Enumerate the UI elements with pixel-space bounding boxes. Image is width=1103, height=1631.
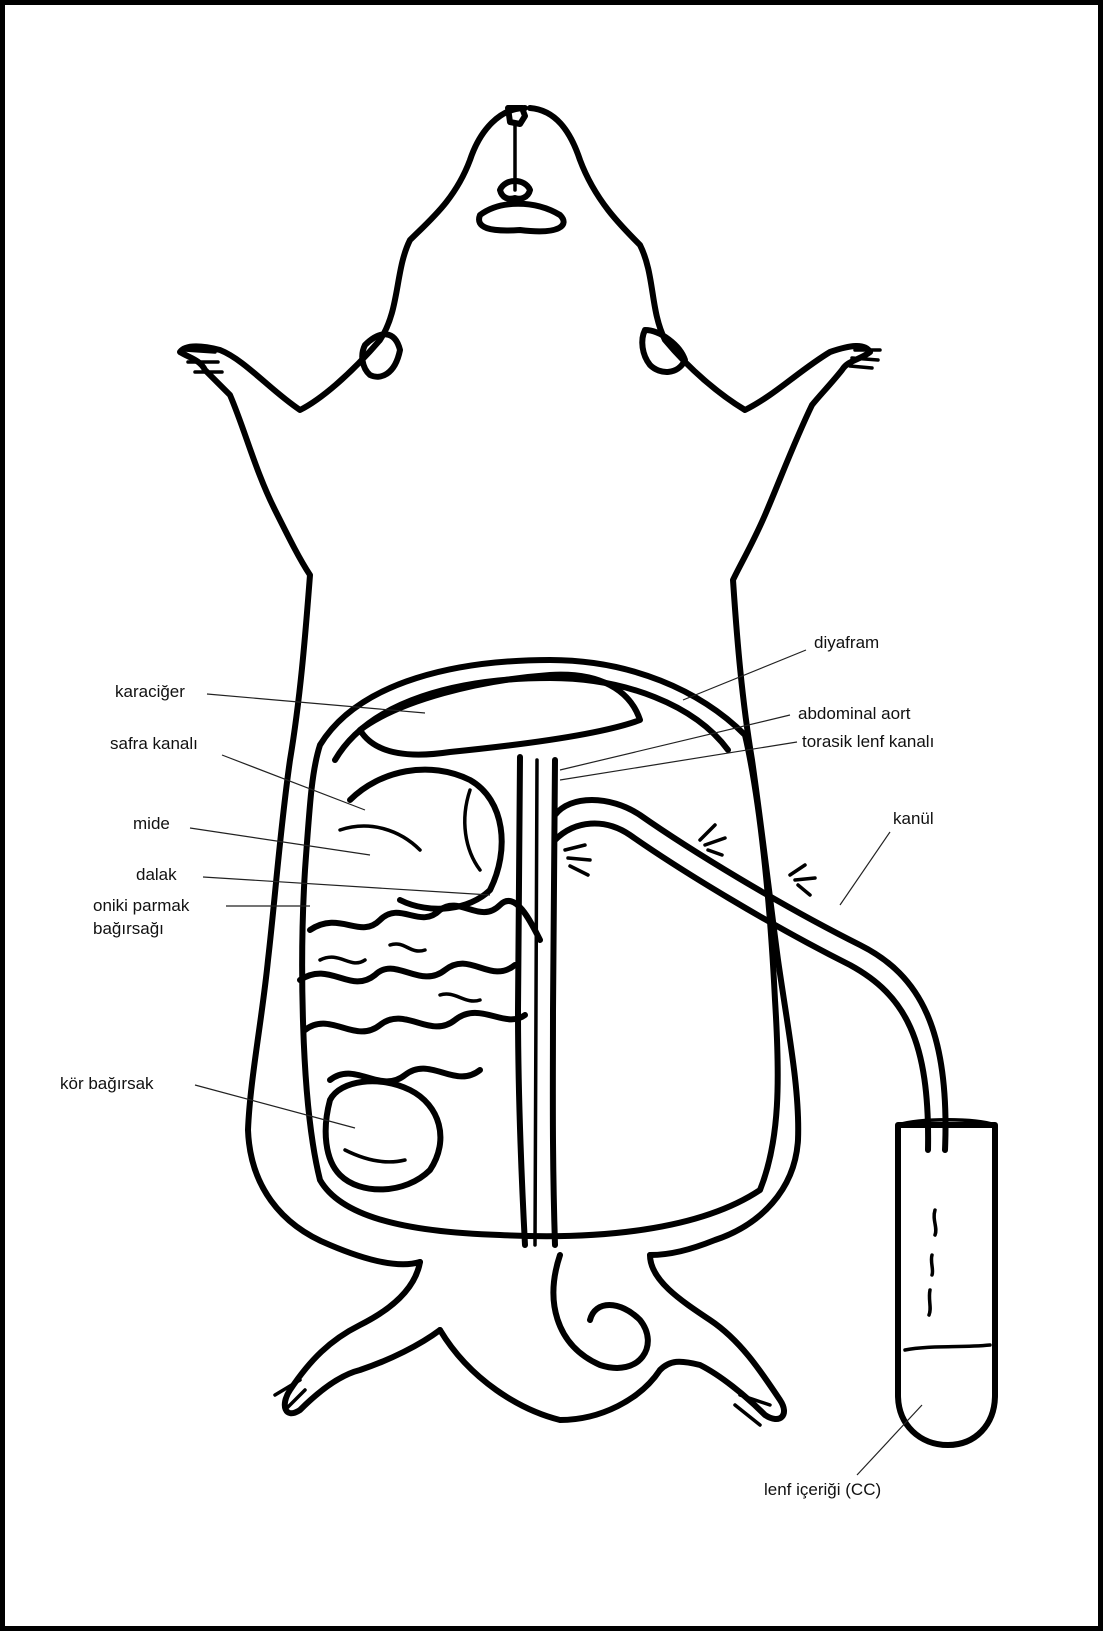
label-lenf-icerigi: lenf içeriği (CC) bbox=[764, 1479, 881, 1501]
label-mide: mide bbox=[133, 813, 170, 835]
label-dalak: dalak bbox=[136, 864, 177, 886]
cannula-tube bbox=[555, 800, 946, 1150]
label-safra-kanali: safra kanalı bbox=[110, 733, 198, 755]
label-kor-bagirsak: kör bağırsak bbox=[60, 1073, 154, 1095]
stomach-shape bbox=[340, 770, 502, 909]
aorta-vessel bbox=[518, 757, 555, 1245]
label-bagirsagi: bağırsağı bbox=[93, 918, 164, 940]
intestines-shape bbox=[300, 901, 540, 1081]
liver-shape bbox=[360, 675, 640, 755]
cecum-shape bbox=[326, 1081, 441, 1189]
label-oniki-parmak: oniki parmak bbox=[93, 895, 189, 917]
label-kanul: kanül bbox=[893, 808, 934, 830]
test-tube bbox=[898, 1120, 995, 1445]
label-torasik-lenf-kanali: torasik lenf kanalı bbox=[802, 731, 934, 753]
label-karaciger: karaciğer bbox=[115, 681, 185, 703]
label-diyafram: diyafram bbox=[814, 632, 879, 654]
rat-body-outline bbox=[180, 108, 880, 1425]
label-abdominal-aort: abdominal aort bbox=[798, 703, 910, 725]
